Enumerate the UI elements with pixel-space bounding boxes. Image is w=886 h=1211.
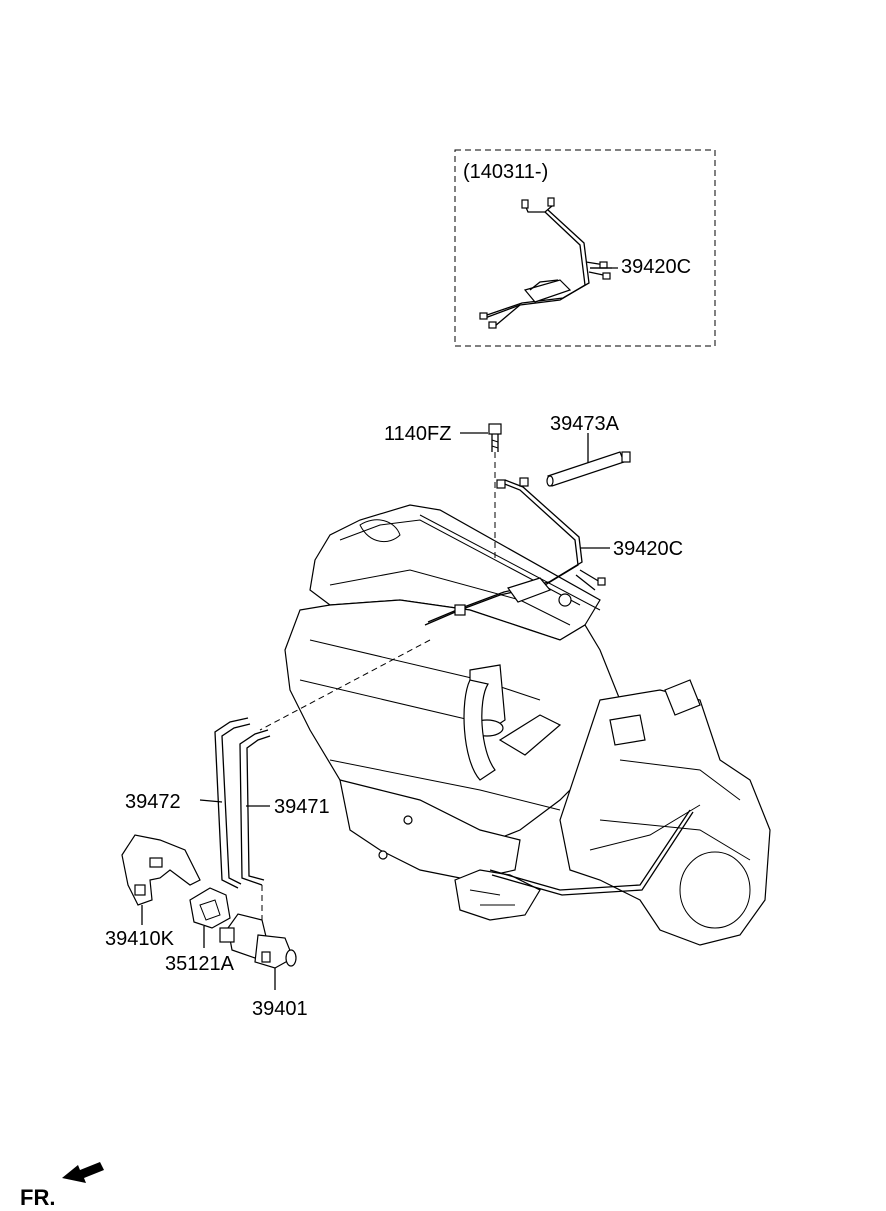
inset-box: (140311-) 39420C xyxy=(454,149,716,347)
label-bolt: 1140FZ xyxy=(384,423,451,445)
bolt-1140fz xyxy=(488,423,502,560)
inset-pipe-drawing xyxy=(479,197,612,329)
hose-39472 xyxy=(214,717,251,889)
label-hose-top: 39473A xyxy=(550,413,620,435)
inset-title: (140311-) xyxy=(463,161,548,183)
label-valve: 39401 xyxy=(252,998,308,1020)
inset-part-label: 39420C xyxy=(621,256,691,278)
hose-39471 xyxy=(239,729,271,886)
label-bracket: 39410K xyxy=(105,928,175,950)
valve-39401 xyxy=(219,913,297,969)
insulator-35121a xyxy=(189,887,231,929)
bracket-39410k xyxy=(121,834,201,906)
front-direction-arrow-icon xyxy=(62,1162,104,1183)
label-pipe: 39420C xyxy=(613,538,683,560)
engine-assembly xyxy=(284,504,771,946)
pipe-39420c xyxy=(424,477,606,626)
label-insulator: 35121A xyxy=(165,953,235,975)
hose-39473a xyxy=(546,451,631,487)
label-hose-left: 39472 xyxy=(125,791,181,813)
front-direction-label: FR. xyxy=(20,1185,55,1210)
label-hose-right: 39471 xyxy=(274,796,330,818)
